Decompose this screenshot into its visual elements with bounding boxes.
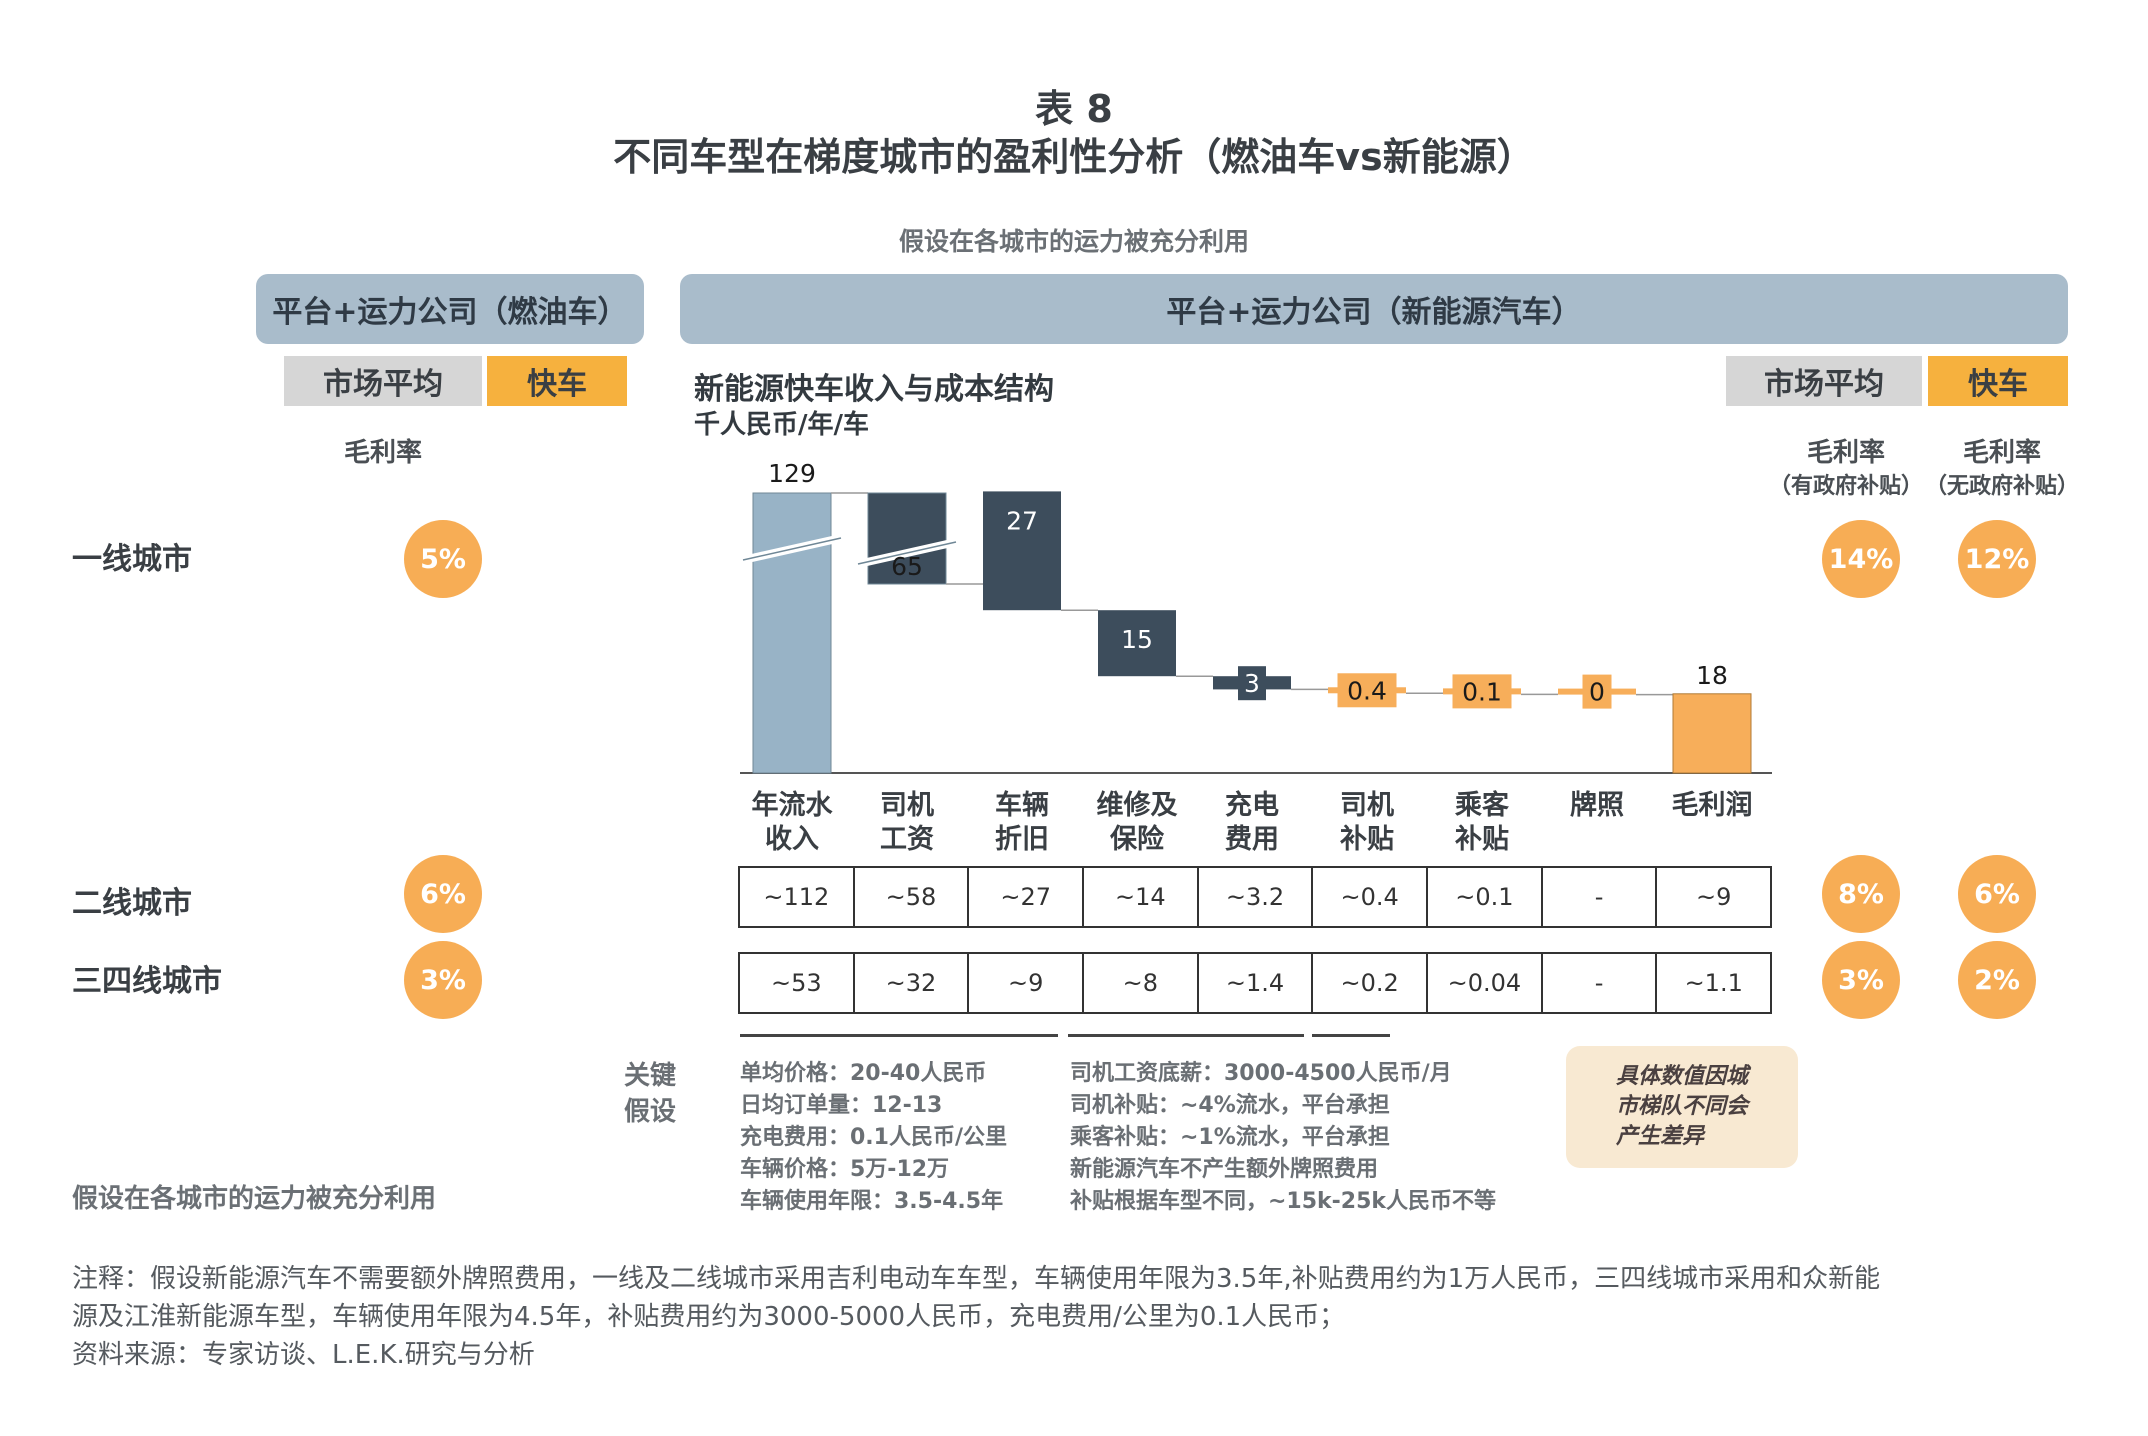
axis-break-mark bbox=[742, 537, 842, 561]
data-label: 27 bbox=[1006, 506, 1038, 535]
tier2-values-row: ~112 ~58 ~27 ~14 ~3.2 ~0.4 ~0.1 - ~9 bbox=[738, 866, 1772, 928]
data-label: 18 bbox=[1696, 661, 1728, 690]
table-cell: ~112 bbox=[740, 868, 855, 926]
key-assumptions-col2: 司机工资底薪：3000-4500人民币/月 司机补贴：~4%流水，平台承担 乘客… bbox=[1070, 1061, 1497, 1214]
table-cell: ~1.4 bbox=[1199, 954, 1314, 1012]
table-cell: ~0.2 bbox=[1313, 954, 1429, 1012]
key-assumptions-col1: 单均价格：20-40人民币 日均订单量：12-13 充电费用：0.1人民币/公里… bbox=[740, 1061, 1008, 1214]
ev-margin-note-subsidy: （有政府补贴） bbox=[1768, 474, 1923, 499]
fuel-panel-header: 平台+运力公司（燃油车） bbox=[256, 274, 644, 344]
fuel-margin-tier1: 5% bbox=[404, 520, 482, 598]
table-cell: ~14 bbox=[1084, 868, 1199, 926]
data-label-bg bbox=[1337, 673, 1397, 708]
divider bbox=[1068, 1034, 1304, 1037]
category-label: 毛利润 bbox=[1672, 789, 1753, 821]
city-tier1-label: 一线城市 bbox=[72, 542, 192, 577]
variance-note-box: 具体数值因城 市梯队不同会 产生差异 bbox=[1566, 1046, 1798, 1168]
category-label: 牌照 bbox=[1570, 790, 1624, 821]
data-label: 0 bbox=[1589, 678, 1605, 707]
page-title: 不同车型在梯度城市的盈利性分析（燃油车vs新能源） bbox=[613, 135, 1535, 179]
ev-margin-no-subsidy-tier34: 2% bbox=[1958, 941, 2036, 1019]
waterfall-bar bbox=[983, 491, 1061, 611]
data-label-bg bbox=[1452, 674, 1512, 709]
table-cell: ~9 bbox=[969, 954, 1085, 1012]
key-assumptions-heading: 关键 假设 bbox=[624, 1061, 677, 1127]
category-label: 补贴 bbox=[1455, 824, 1509, 855]
city-tier2-label: 二线城市 bbox=[72, 886, 192, 921]
table-cell: ~27 bbox=[969, 868, 1085, 926]
chart-title: 新能源快车收入与成本结构 bbox=[694, 372, 1054, 407]
ev-margin-subsidy-tier1: 14% bbox=[1822, 520, 1900, 598]
waterfall-bar bbox=[867, 492, 947, 585]
category-label: 司机 bbox=[1340, 790, 1394, 821]
table-cell: ~9 bbox=[1696, 883, 1732, 911]
footnote-source: 资料来源：专家访谈、L.E.K.研究与分析 bbox=[72, 1340, 535, 1370]
table-cell: ~32 bbox=[855, 954, 970, 1012]
ev-panel-header: 平台+运力公司（新能源汽车） bbox=[680, 274, 2068, 344]
category-label: 充电 bbox=[1225, 789, 1279, 821]
table-cell: ~0.4 bbox=[1313, 868, 1429, 926]
data-label: 0.4 bbox=[1347, 676, 1387, 705]
footnote-line: 源及江淮新能源车型，车辆使用年限为4.5年，补贴费用约为3000-5000人民币… bbox=[72, 1302, 1346, 1332]
ev-margin-note-no-subsidy: （无政府补贴） bbox=[1924, 474, 2079, 499]
data-label: 65 bbox=[891, 552, 923, 581]
data-label: 15 bbox=[1121, 625, 1153, 654]
chart-unit: 千人民币/年/车 bbox=[694, 410, 869, 440]
table-number: 表 8 bbox=[1035, 87, 1113, 131]
category-label: 费用 bbox=[1225, 824, 1279, 855]
ev-margin-no-subsidy-tier2: 6% bbox=[1958, 855, 2036, 933]
category-label: 收入 bbox=[765, 824, 819, 855]
fuel-margin-tier2: 6% bbox=[404, 855, 482, 933]
bottom-assumption: 假设在各城市的运力被充分利用 bbox=[72, 1184, 437, 1214]
ev-tag-market-average: 市场平均 bbox=[1726, 356, 1922, 406]
category-label: 维修及 bbox=[1097, 790, 1178, 821]
category-label: 乘客 bbox=[1454, 789, 1510, 821]
table-cell: ~1.1 bbox=[1684, 969, 1743, 997]
divider bbox=[740, 1034, 1058, 1037]
category-label: 工资 bbox=[880, 824, 934, 855]
table-cell: ~3.2 bbox=[1199, 868, 1314, 926]
ev-margin-label-subsidy: 毛利率 bbox=[1806, 438, 1885, 468]
data-label-bg bbox=[1238, 666, 1266, 701]
table-cell: - bbox=[1543, 954, 1658, 1012]
footnotes: 注释：假设新能源汽车不需要额外牌照费用，一线及二线城市采用吉利电动车车型，车辆使… bbox=[72, 1260, 2112, 1374]
city-tier34-label: 三四线城市 bbox=[72, 964, 222, 999]
waterfall-bar bbox=[752, 492, 832, 774]
tier34-values-row: ~53 ~32 ~9 ~8 ~1.4 ~0.2 ~0.04 - ~1.1 bbox=[738, 952, 1772, 1014]
ev-margin-subsidy-tier2: 8% bbox=[1822, 855, 1900, 933]
axis-break-mark bbox=[857, 541, 957, 565]
ev-margin-no-subsidy-tier1: 12% bbox=[1958, 520, 2036, 598]
table-cell: - bbox=[1543, 868, 1658, 926]
ev-margin-subsidy-tier34: 3% bbox=[1822, 941, 1900, 1019]
category-label: 年流水 bbox=[752, 789, 834, 821]
data-label-bg bbox=[1582, 674, 1612, 709]
fuel-margin-label: 毛利率 bbox=[343, 438, 422, 468]
table-cell: ~0.04 bbox=[1428, 954, 1543, 1012]
table-cell: ~0.1 bbox=[1428, 868, 1543, 926]
fuel-margin-tier34: 3% bbox=[404, 941, 482, 1019]
category-label: 补贴 bbox=[1340, 824, 1394, 855]
data-label: 129 bbox=[768, 459, 816, 488]
ev-tag-fast-car: 快车 bbox=[1928, 356, 2068, 406]
divider bbox=[1312, 1034, 1390, 1037]
waterfall-bar bbox=[1672, 693, 1752, 774]
ev-margin-label-no-subsidy: 毛利率 bbox=[1962, 438, 2041, 468]
table-cell: ~53 bbox=[740, 954, 855, 1012]
assumption-subtitle: 假设在各城市的运力被充分利用 bbox=[898, 227, 1249, 256]
table-cell: ~58 bbox=[855, 868, 970, 926]
data-label: 0.1 bbox=[1462, 677, 1502, 706]
waterfall-bar bbox=[1098, 610, 1176, 677]
category-label: 司机 bbox=[880, 790, 934, 821]
fuel-tag-fast-car: 快车 bbox=[487, 356, 627, 406]
fuel-tag-market-average: 市场平均 bbox=[284, 356, 482, 406]
footnote-line: 注释：假设新能源汽车不需要额外牌照费用，一线及二线城市采用吉利电动车车型，车辆使… bbox=[72, 1264, 1881, 1294]
category-label: 保险 bbox=[1109, 823, 1165, 855]
category-label: 折旧 bbox=[995, 824, 1049, 855]
category-label: 车辆 bbox=[995, 789, 1049, 821]
data-label: 3 bbox=[1244, 669, 1260, 698]
table-cell: ~8 bbox=[1084, 954, 1199, 1012]
